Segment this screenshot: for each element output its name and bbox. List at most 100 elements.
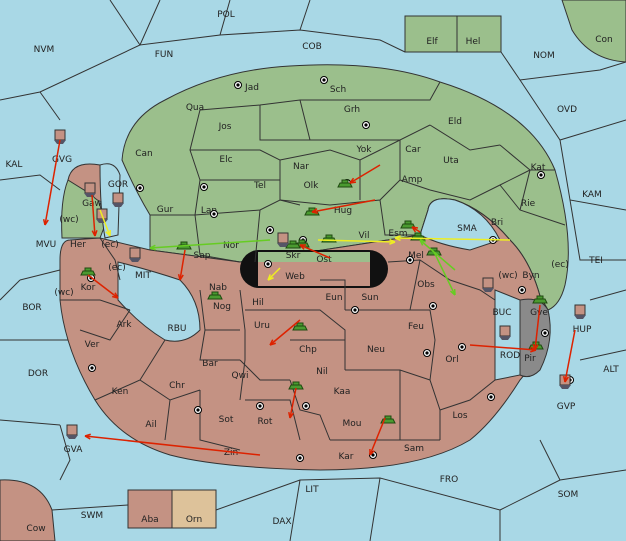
inner-sea-sma (419, 198, 501, 251)
label-bar: Bar (202, 359, 218, 369)
arrow-head (105, 229, 111, 237)
label-wc2: (wc) (498, 271, 517, 281)
order-arrow (84, 435, 261, 456)
label-rie: Rie (521, 199, 536, 209)
label-kor: Kor (81, 283, 96, 293)
order-arrow (564, 329, 576, 383)
inner-sea-mit-rbu (117, 261, 201, 342)
label-jad: Jad (244, 83, 259, 93)
arrow-head (389, 238, 396, 245)
region-orn[interactable] (171, 489, 217, 529)
army-unit[interactable] (321, 234, 337, 243)
label-sma: SMA (457, 224, 477, 234)
label-elf: Elf (426, 37, 438, 47)
label-pol: POL (217, 10, 235, 20)
army-unit[interactable] (80, 267, 96, 276)
fleet-unit[interactable] (482, 277, 494, 292)
label-orn: Orn (186, 515, 202, 525)
fleet-unit[interactable] (66, 424, 78, 439)
label-rbu: RBU (167, 324, 186, 334)
fleet-unit[interactable] (129, 247, 141, 262)
region-elf[interactable] (404, 15, 458, 53)
army-unit[interactable] (426, 247, 442, 256)
label-dor: DOR (28, 369, 48, 379)
label-mvu: MVU (36, 240, 57, 250)
supply-center (406, 256, 414, 264)
order-arrow (369, 417, 386, 456)
label-sam: Sam (404, 444, 424, 454)
label-kal: KAL (6, 160, 23, 170)
order-arrow (534, 304, 541, 351)
army-unit[interactable] (288, 381, 304, 390)
label-byn: Byn (522, 271, 539, 281)
label-esm: Esm (388, 229, 407, 239)
order-arrow (419, 239, 456, 271)
fleet-unit[interactable] (499, 325, 511, 340)
label-uta: Uta (443, 156, 459, 166)
supply-center (429, 302, 437, 310)
label-gvg: GVG (52, 155, 72, 165)
army-unit[interactable] (400, 220, 416, 229)
supply-center (210, 210, 218, 218)
supply-center (88, 364, 96, 372)
supply-center (234, 81, 242, 89)
arrow-head (299, 244, 307, 250)
label-ken: Ken (112, 387, 129, 397)
fleet-unit[interactable] (112, 192, 124, 207)
arrow-head (349, 177, 357, 184)
label-ec3: (ec) (108, 263, 126, 273)
label-chp: Chp (299, 345, 317, 355)
label-som: SOM (558, 490, 579, 500)
label-neu: Neu (367, 345, 385, 355)
label-tei: TEI (588, 256, 603, 266)
label-hil: Hil (252, 298, 264, 308)
label-fro: FRO (440, 475, 459, 485)
label-alt: ALT (603, 365, 619, 375)
army-unit[interactable] (337, 179, 353, 188)
label-aba: Aba (141, 515, 158, 525)
order-arrows (42, 139, 576, 456)
arrow-head (91, 230, 98, 237)
label-kat: Kat (531, 163, 546, 173)
army-unit[interactable] (207, 291, 223, 300)
label-gor: GOR (108, 180, 128, 190)
label-gur: Gur (157, 205, 174, 215)
supply-center (487, 393, 495, 401)
supply-center (256, 402, 264, 410)
label-mel: Mel (408, 251, 424, 261)
label-kam: KAM (582, 190, 602, 200)
supply-center (537, 171, 545, 179)
order-arrow (267, 267, 281, 281)
order-arrow (349, 164, 381, 184)
fleet-unit[interactable] (574, 304, 586, 319)
army-unit[interactable] (292, 322, 308, 331)
arrow-head (149, 244, 156, 251)
region-cow[interactable] (0, 479, 56, 541)
order-arrow (299, 244, 331, 259)
arrow-head (288, 411, 294, 419)
order-arrow (311, 199, 376, 213)
label-hel: Hel (466, 37, 481, 47)
arrow-head (311, 208, 319, 214)
fleet-unit[interactable] (84, 182, 96, 197)
region-hel[interactable] (456, 15, 502, 53)
army-unit[interactable] (285, 240, 301, 249)
label-eld: Eld (448, 117, 462, 127)
supply-center (320, 76, 328, 84)
army-unit[interactable] (532, 295, 548, 304)
supply-center (423, 349, 431, 357)
label-buc: BUC (492, 308, 511, 318)
label-ver: Ver (85, 340, 100, 350)
arrow-head (369, 448, 375, 456)
arrow-head (411, 226, 419, 233)
label-wc3: (wc) (54, 288, 73, 298)
label-her: Her (70, 240, 86, 250)
label-hup: HUP (573, 325, 592, 335)
label-wc1: (wc) (59, 215, 78, 225)
arrow-head (42, 218, 49, 226)
label-sun: Sun (361, 293, 378, 303)
fleet-unit[interactable] (277, 232, 289, 247)
label-eun: Eun (325, 293, 342, 303)
label-nvm: NVM (34, 45, 55, 55)
